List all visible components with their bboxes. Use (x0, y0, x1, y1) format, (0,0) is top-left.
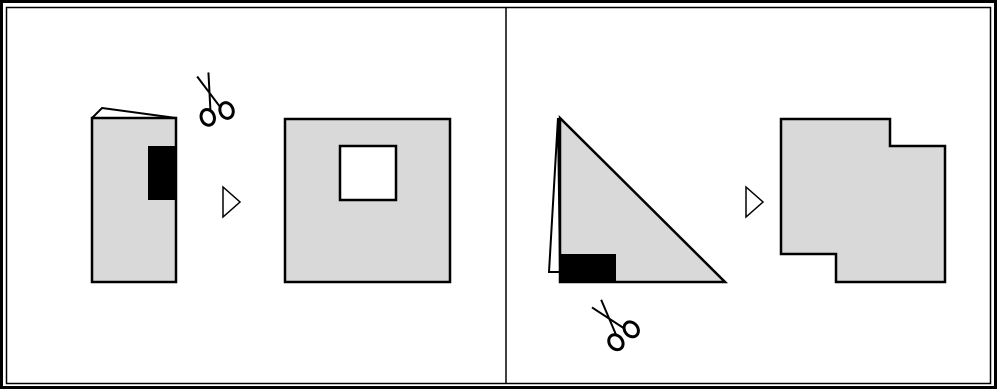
panel-2 (549, 118, 945, 353)
cut-region (148, 146, 176, 200)
arrow-icon (223, 187, 240, 217)
panel-1 (92, 69, 450, 282)
scissors-icon (584, 293, 641, 353)
folded-triangle-with-cut (549, 118, 725, 282)
unfolded-square-with-hole (285, 119, 450, 282)
triangle-back-flap (549, 118, 560, 272)
scissors-icon (187, 69, 235, 127)
cut-region (560, 254, 616, 282)
folded-paper-with-cut (92, 108, 176, 282)
unfolded-shape-with-notches (781, 119, 945, 282)
hole (340, 146, 396, 200)
arrow-icon (746, 187, 763, 217)
